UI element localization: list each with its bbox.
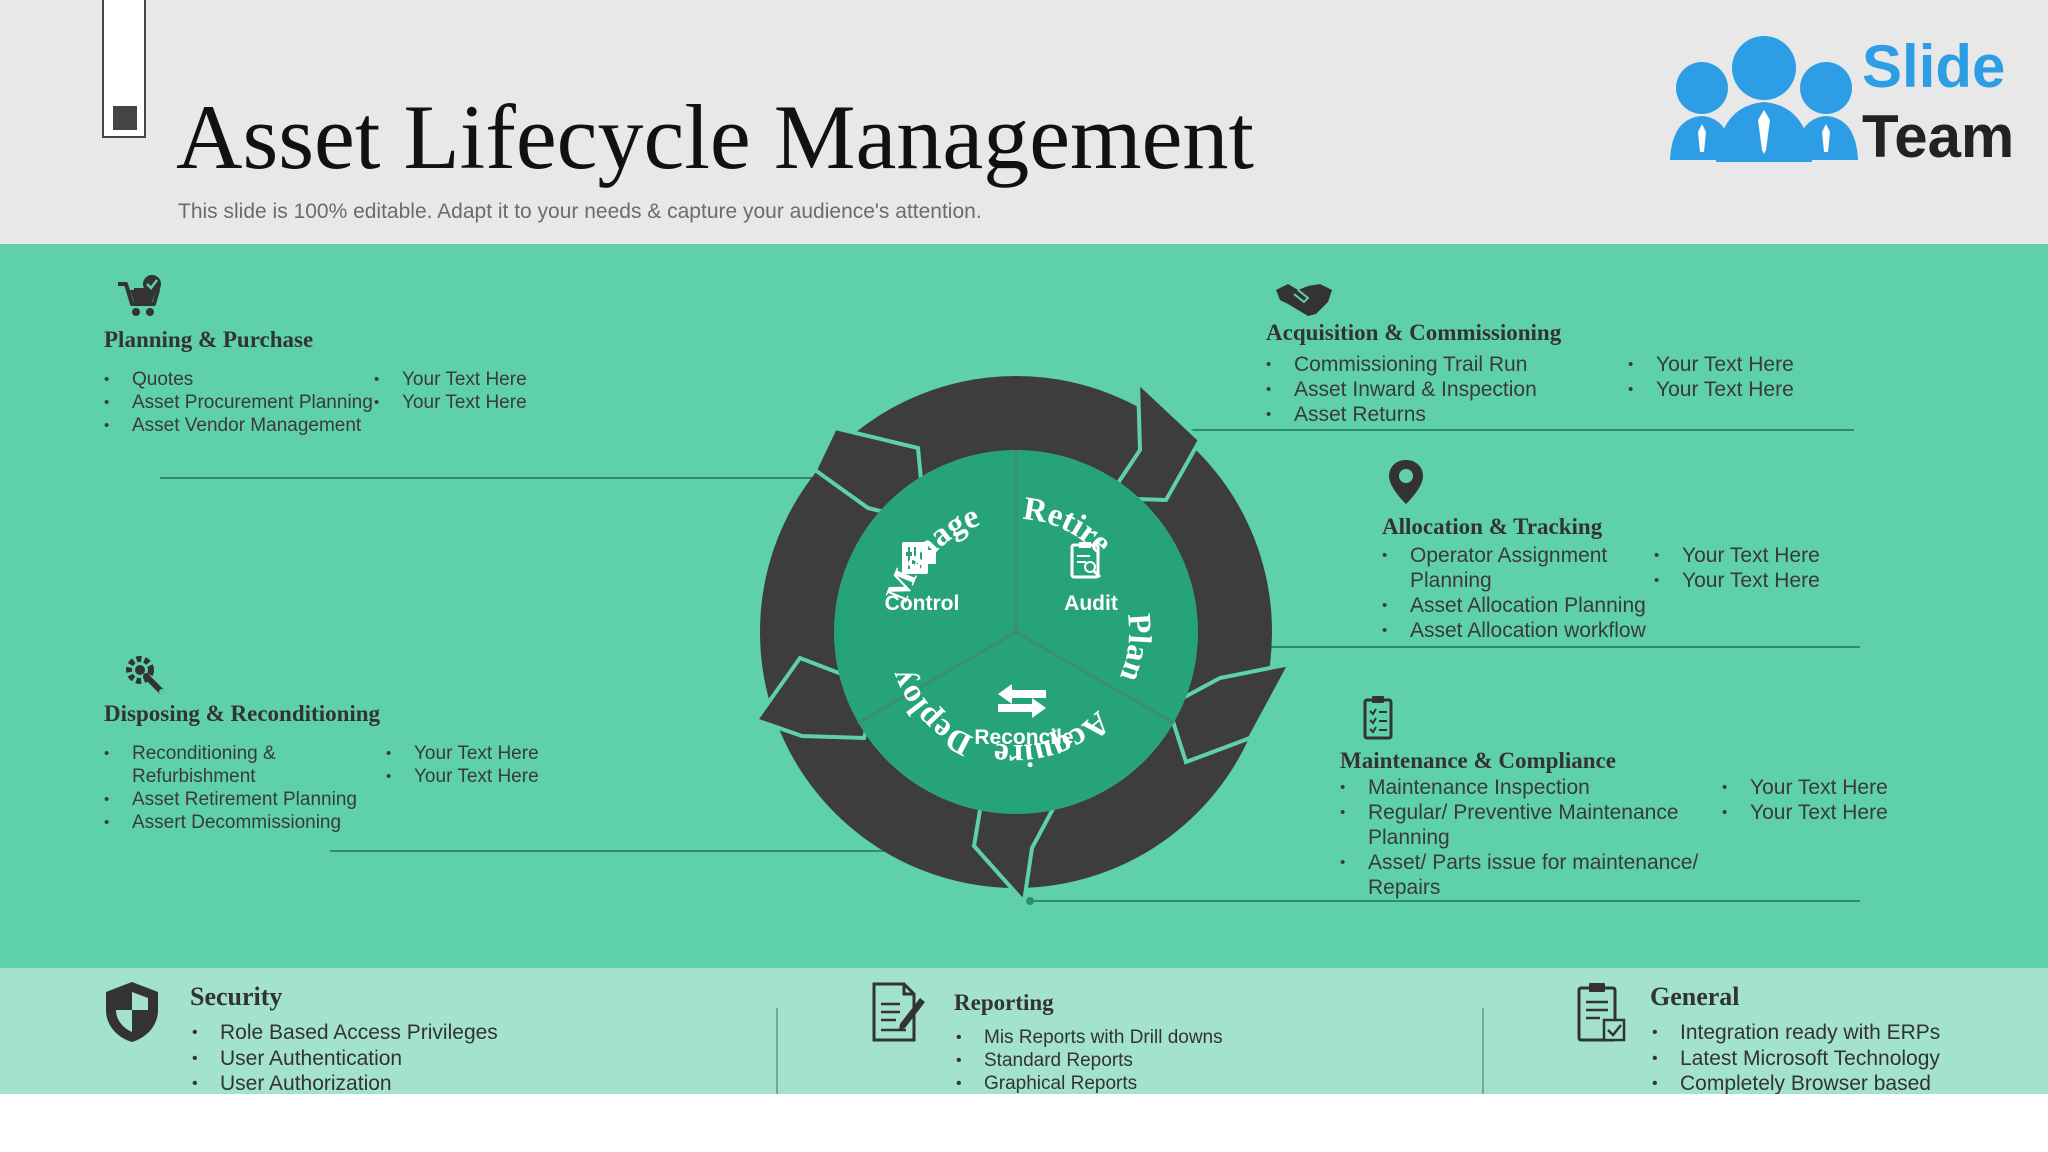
maintenance-list: Maintenance Inspection Regular/ Preventi… (1340, 775, 1710, 900)
list-item: Your Text Here (386, 742, 606, 765)
footer-divider (776, 1008, 778, 1094)
footer-band: Security Role Based Access Privileges Us… (0, 968, 2048, 1094)
footer-divider (1482, 1008, 1484, 1094)
list-item: Your Text Here (1654, 543, 1894, 568)
shield-icon (106, 982, 158, 1042)
list-item: Asset Returns (1266, 402, 1586, 427)
allocation-list-extra: Your Text Here Your Text Here (1654, 543, 1894, 593)
list-item: Asset/ Parts issue for maintenance/ Repa… (1340, 850, 1710, 900)
connector-planning (160, 477, 860, 479)
disposing-title: Disposing & Reconditioning (104, 701, 381, 726)
header-band: Asset Lifecycle Management This slide is… (0, 0, 2048, 244)
list-item: Latest Microsoft Technology (1650, 1046, 1940, 1072)
disposing-list-extra: Your Text Here Your Text Here (386, 742, 606, 788)
clipboard-check-icon (1577, 983, 1626, 1042)
connector-acquisition (1104, 429, 1854, 431)
general-list: Integration ready with ERPs Latest Micro… (1650, 1020, 1940, 1094)
list-item: Your Text Here (1722, 775, 1962, 800)
list-item: Asset Retirement Planning (104, 788, 374, 811)
list-item: Asset Procurement Planning (104, 391, 374, 414)
page-title: Asset Lifecycle Management (176, 86, 1254, 188)
allocation-title: Allocation & Tracking (1382, 514, 1603, 539)
decorative-bar (102, 0, 146, 138)
list-item: Your Text Here (1654, 568, 1894, 593)
reporting-list: Mis Reports with Drill downs Standard Re… (954, 1026, 1223, 1094)
security-list: Role Based Access Privileges User Authen… (190, 1020, 498, 1094)
list-item: Maintenance Inspection (1340, 775, 1710, 800)
list-item: User Authentication (190, 1046, 498, 1072)
list-item: Operator Assignment Planning (1382, 543, 1652, 593)
planning-list-extra: Your Text Here Your Text Here (374, 368, 594, 414)
list-item: Your Text Here (374, 368, 594, 391)
list-item: Quotes (104, 368, 374, 391)
planning-title: Planning & Purchase (104, 327, 314, 352)
audit-icon (1070, 542, 1102, 579)
allocation-list: Operator Assignment Planning Asset Alloc… (1382, 543, 1652, 643)
control-icon (902, 542, 936, 574)
planning-list: Quotes Asset Procurement Planning Asset … (104, 368, 374, 437)
logo-text-team: Team (1862, 103, 2015, 170)
list-item: Graphical Reports (954, 1072, 1223, 1094)
disposing-list: Reconditioning & Refurbishment Asset Ret… (104, 742, 374, 834)
logo-text-slide: Slide (1862, 33, 2006, 100)
security-title: Security (190, 982, 283, 1011)
gear-wrench-icon (126, 656, 165, 695)
handshake-icon (1276, 284, 1332, 316)
maintenance-list-extra: Your Text Here Your Text Here (1722, 775, 1962, 825)
people-logo-icon (1670, 36, 1858, 162)
cart-check-icon (118, 275, 161, 316)
list-item: Mis Reports with Drill downs (954, 1026, 1223, 1049)
decorative-square (113, 106, 137, 130)
location-pin-icon (1389, 460, 1423, 504)
list-item: Assert Decommissioning (104, 811, 374, 834)
list-item: Your Text Here (386, 765, 606, 788)
list-item: Your Text Here (1628, 352, 1868, 377)
list-item: Your Text Here (374, 391, 594, 414)
maintenance-title: Maintenance & Compliance (1340, 748, 1616, 773)
acquisition-title: Acquisition & Commissioning (1266, 320, 1562, 345)
list-item: Asset Allocation Planning (1382, 593, 1652, 618)
report-pen-icon (872, 982, 925, 1042)
list-item: Your Text Here (1628, 377, 1868, 402)
list-item: Asset Allocation workflow (1382, 618, 1652, 643)
core-divider (857, 630, 1017, 725)
connector-allocation (1220, 646, 1860, 648)
general-title: General (1650, 982, 1740, 1011)
clipboard-checklist-icon (1363, 696, 1393, 740)
reporting-title: Reporting (954, 990, 1054, 1015)
list-item: User Authorization (190, 1071, 498, 1094)
list-item: Commissioning Trail Run (1266, 352, 1586, 377)
list-item: Standard Reports (954, 1049, 1223, 1072)
core-reconcile-label: Reconcile (974, 726, 1073, 749)
connector-maintenance-dot (1026, 897, 1034, 905)
connector-disposing (330, 850, 920, 852)
arrow-deploy-to-manage (1165, 661, 1294, 765)
acquisition-list-extra: Your Text Here Your Text Here (1628, 352, 1868, 402)
list-item: Regular/ Preventive Maintenance Planning (1340, 800, 1710, 850)
list-item: Your Text Here (1722, 800, 1962, 825)
acquisition-list: Commissioning Trail Run Asset Inward & I… (1266, 352, 1586, 427)
connector-maintenance (1030, 900, 1860, 902)
slideteam-logo: Slide Team (1664, 28, 2024, 170)
exchange-arrows-icon (998, 684, 1046, 718)
core-divider (1015, 630, 1175, 725)
list-item: Completely Browser based (1650, 1071, 1940, 1094)
core-audit-label: Audit (1064, 592, 1118, 615)
list-item: Asset Vendor Management (104, 414, 374, 437)
list-item: Role Based Access Privileges (190, 1020, 498, 1046)
list-item: Reconditioning & Refurbishment (104, 742, 374, 788)
page-subtitle: This slide is 100% editable. Adapt it to… (178, 200, 982, 223)
core-control-label: Control (885, 592, 960, 615)
list-item: Integration ready with ERPs (1650, 1020, 1940, 1046)
list-item: Asset Inward & Inspection (1266, 377, 1586, 402)
